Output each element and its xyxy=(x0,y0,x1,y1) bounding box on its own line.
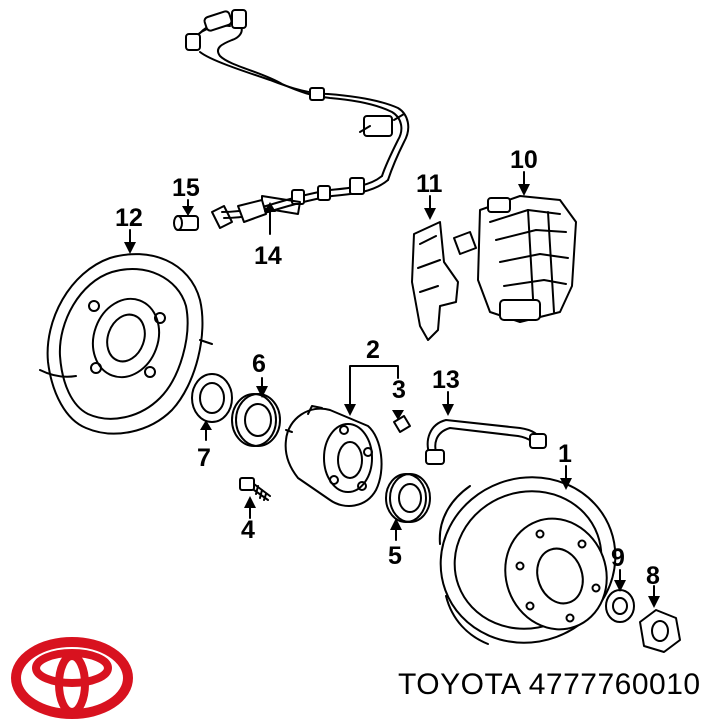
sensor-pin xyxy=(173,199,199,231)
callout-1: 1 xyxy=(558,440,572,468)
callout-6: 6 xyxy=(252,350,266,378)
callout-8: 8 xyxy=(646,562,660,590)
callout-2: 2 xyxy=(366,336,380,364)
callout-13: 13 xyxy=(432,366,460,394)
hub-bolt xyxy=(392,410,411,433)
callout-12: 12 xyxy=(115,204,143,232)
part-number-caption: TOYOTA 4777760010 xyxy=(398,668,701,701)
oil-seal xyxy=(191,373,233,441)
hub-nut xyxy=(639,585,681,653)
abs-sensor-wire xyxy=(185,9,410,235)
callout-14: 14 xyxy=(254,242,282,270)
callout-11: 11 xyxy=(416,170,443,198)
inner-bearing xyxy=(231,377,281,447)
brake-hose xyxy=(425,391,547,465)
brake-caliper xyxy=(453,171,577,323)
outer-bearing xyxy=(385,473,431,541)
toyota-logo-vertical-ring xyxy=(55,652,89,716)
axle-hub xyxy=(284,365,399,507)
pad-clip xyxy=(411,195,459,341)
callout-7: 7 xyxy=(197,444,211,472)
callout-5: 5 xyxy=(388,542,402,570)
hub-washer xyxy=(605,569,635,623)
backing-plate xyxy=(39,229,213,435)
callout-15: 15 xyxy=(172,174,200,202)
callout-9: 9 xyxy=(611,544,625,572)
toyota-logo xyxy=(11,637,133,719)
stud-bolt xyxy=(239,477,271,519)
callout-3: 3 xyxy=(392,376,406,404)
brake-disc xyxy=(438,465,617,645)
callout-4: 4 xyxy=(241,516,255,544)
callout-10: 10 xyxy=(510,146,538,174)
